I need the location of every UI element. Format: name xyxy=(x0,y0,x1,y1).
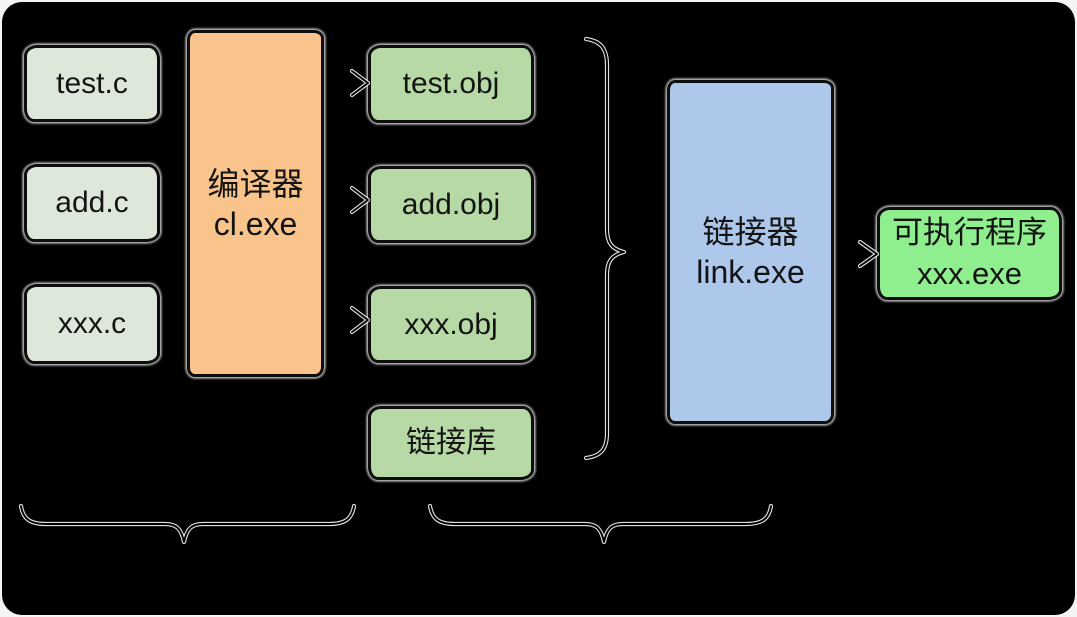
arrow-halo xyxy=(349,185,371,215)
executable-exe-label: xxx.exe xyxy=(916,255,1023,291)
link-stage-brace xyxy=(427,503,774,545)
brace-ink xyxy=(20,505,355,543)
source-file-box-add-c: add.c xyxy=(24,164,160,242)
linker-exe-label: link.exe xyxy=(696,254,805,290)
source-file-label: xxx.c xyxy=(57,307,127,341)
arrow-right-icon xyxy=(349,68,371,98)
arrow-halo xyxy=(349,68,371,98)
compiler-exe-label: cl.exe xyxy=(213,205,298,242)
object-file-label: test.obj xyxy=(402,67,500,101)
object-file-box-test-obj: test.obj xyxy=(368,45,534,123)
linker-name-label: 链接器 xyxy=(702,214,799,250)
linker-box: 链接器 link.exe xyxy=(667,80,834,424)
library-label: 链接库 xyxy=(406,426,496,460)
library-box: 链接库 xyxy=(368,406,534,480)
object-file-box-xxx-obj: xxx.obj xyxy=(368,286,534,363)
brace-ink xyxy=(585,38,625,459)
arrow-right-icon xyxy=(857,239,880,269)
arrow-ink xyxy=(351,70,369,96)
arrow-right-icon xyxy=(349,185,371,215)
brace-halo xyxy=(427,503,774,545)
source-file-label: add.c xyxy=(55,186,129,220)
brace-halo xyxy=(18,503,357,545)
brace-halo xyxy=(583,36,627,461)
object-file-box-add-obj: add.obj xyxy=(368,166,534,243)
source-file-box-xxx-c: xxx.c xyxy=(24,284,160,364)
object-group-brace xyxy=(583,36,627,461)
arrow-ink xyxy=(859,241,878,267)
arrow-right-icon xyxy=(349,305,371,335)
object-file-label: add.obj xyxy=(401,187,501,221)
brace-ink xyxy=(429,505,772,543)
source-file-box-test-c: test.c xyxy=(24,45,160,122)
compiler-name-label: 编译器 xyxy=(207,165,304,202)
compiler-box: 编译器 cl.exe xyxy=(187,30,324,377)
arrow-ink xyxy=(351,187,369,213)
executable-name-label: 可执行程序 xyxy=(892,215,1047,251)
arrow-ink xyxy=(351,307,369,333)
executable-box: 可执行程序 xxx.exe xyxy=(877,207,1062,300)
source-file-label: test.c xyxy=(56,66,128,100)
compile-stage-brace xyxy=(18,503,357,545)
arrow-halo xyxy=(857,239,880,269)
object-file-label: xxx.obj xyxy=(404,307,498,341)
arrow-halo xyxy=(349,305,371,335)
